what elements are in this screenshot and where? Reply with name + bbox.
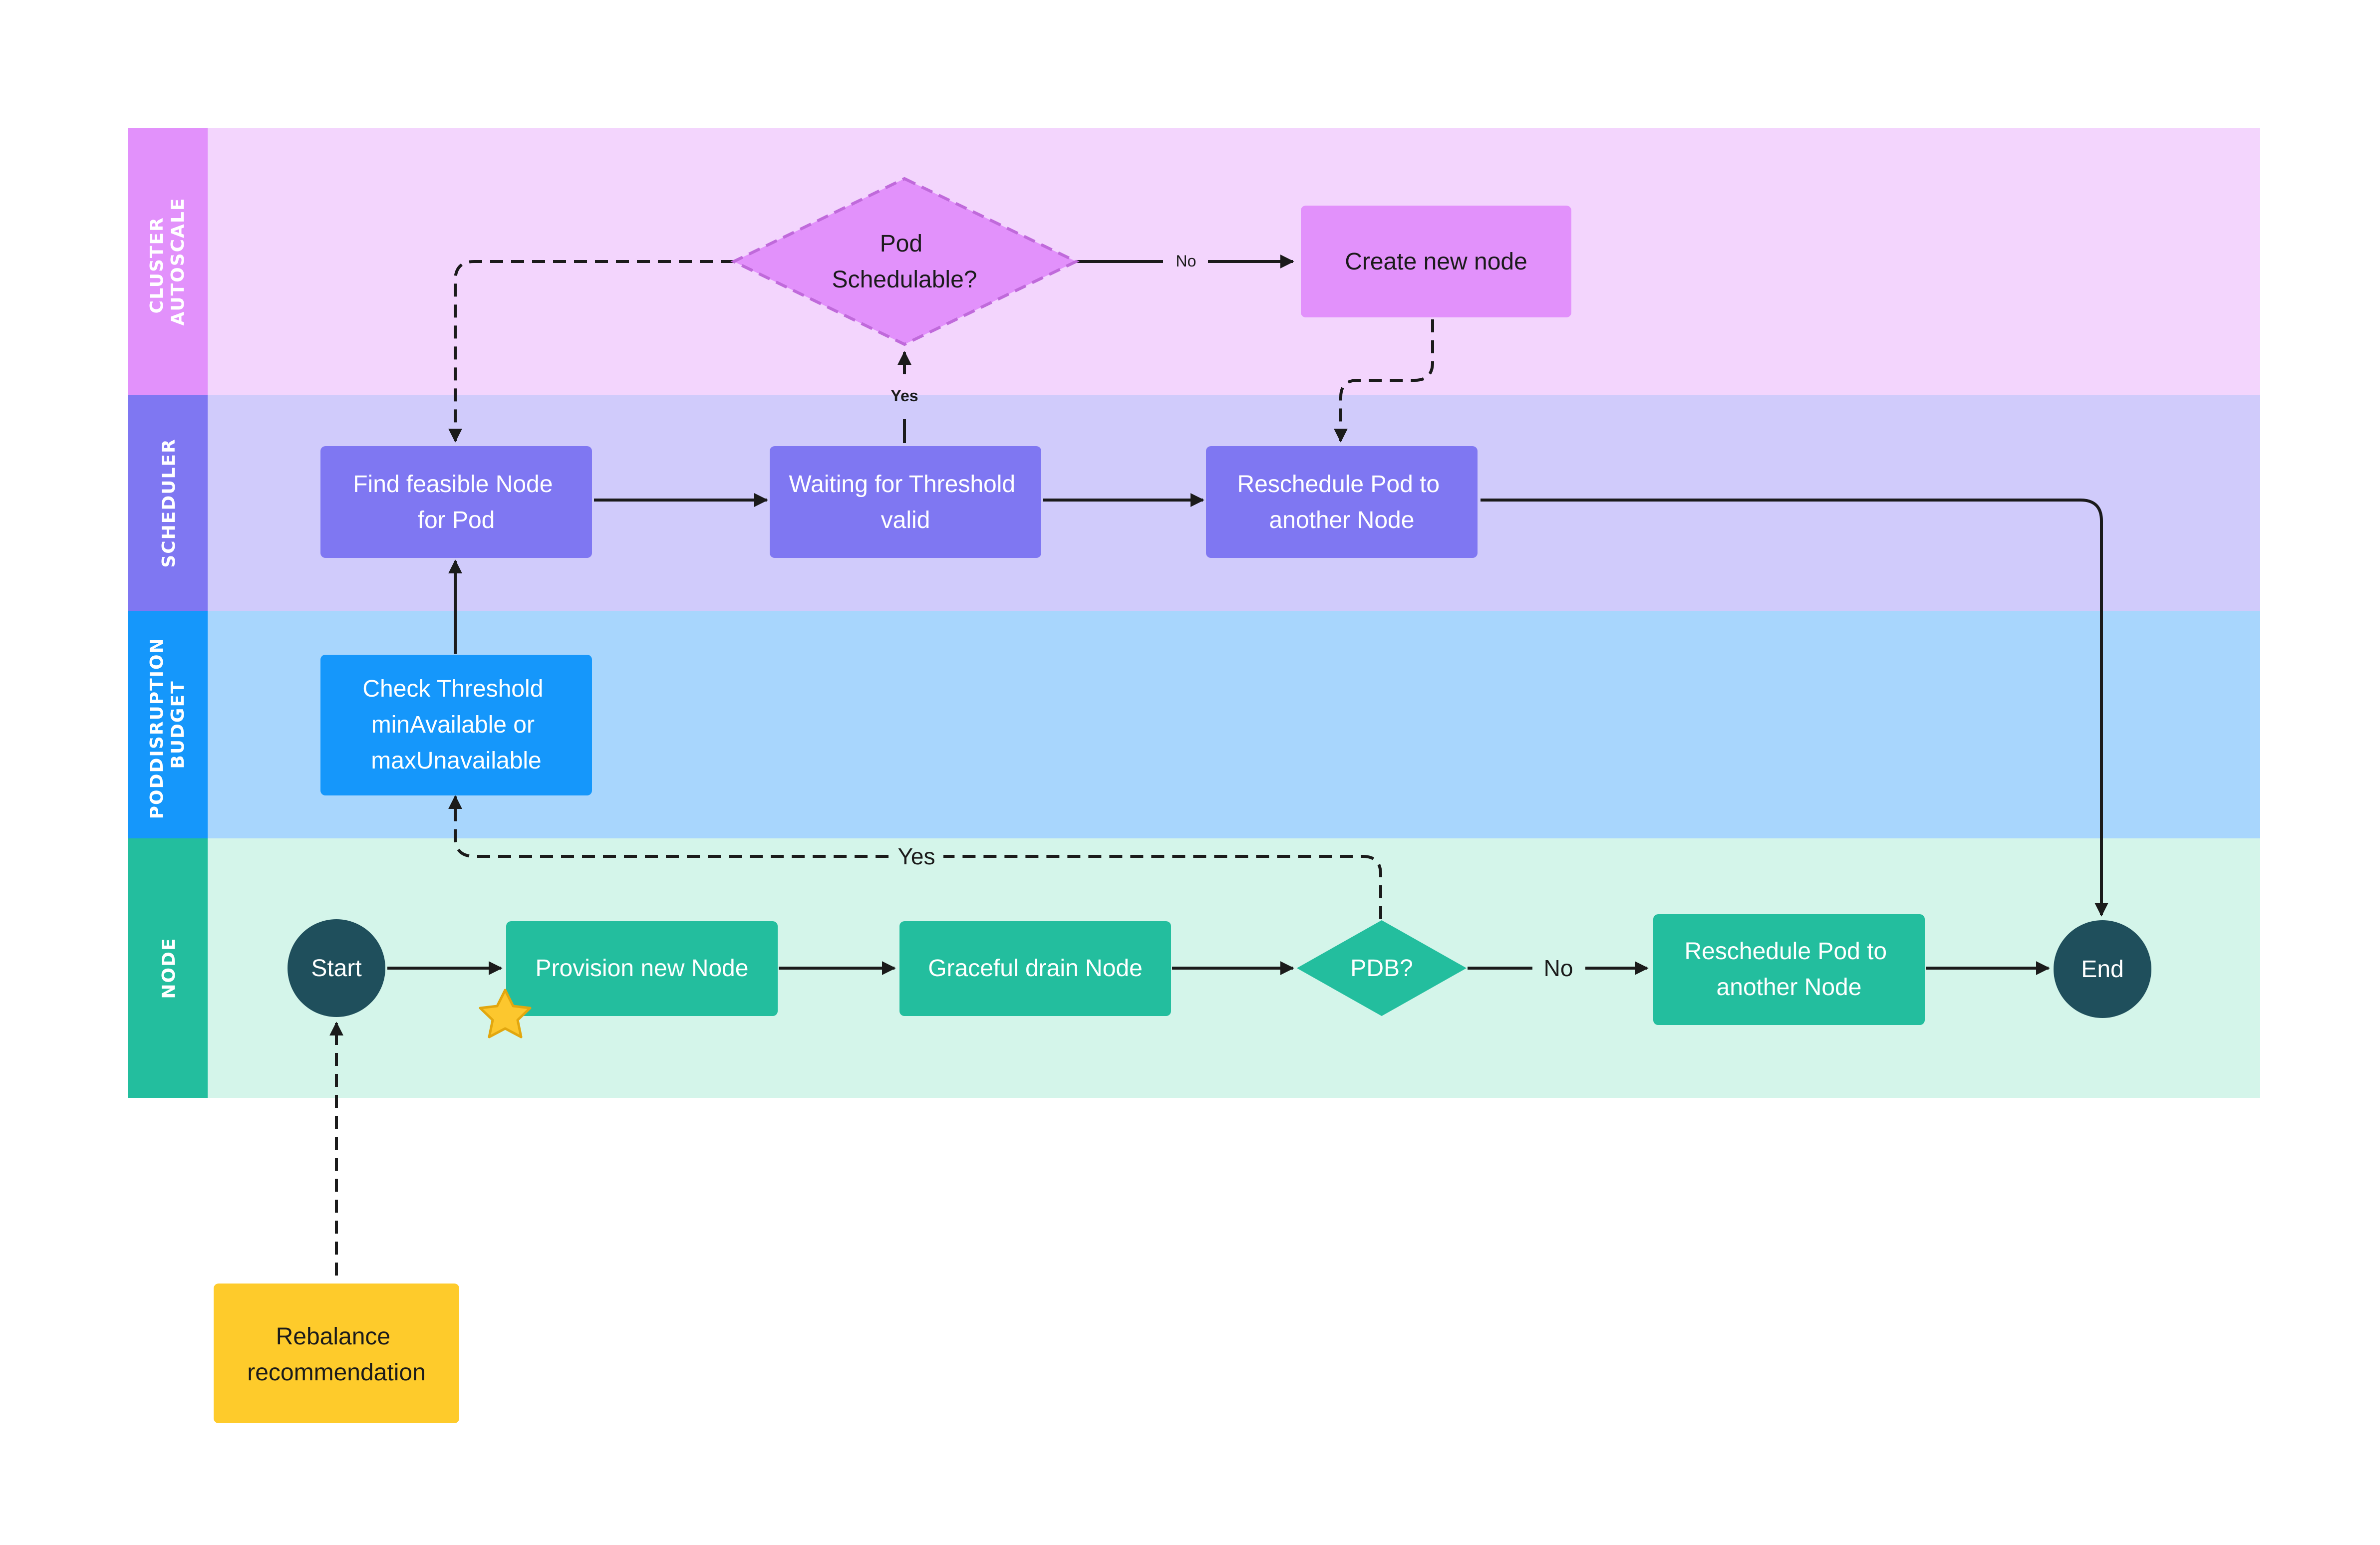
terminal-end-label: End [2081, 956, 2123, 983]
star-icon [479, 989, 532, 1038]
edge-create-to-reschedule [1334, 319, 1434, 443]
edge-reschedule-to-end [1481, 499, 2108, 917]
lane-scheduler-title: SCHEDULER [159, 438, 179, 567]
decision-pod-schedulable-shape [730, 177, 1080, 346]
process-check-threshold[interactable]: Check Threshold minAvailable or maxUnava… [320, 655, 592, 795]
edge-label-pdb-yes: Yes [897, 843, 935, 869]
lane-node-title: NODE [159, 937, 179, 999]
lane-pod-disruption-budget-title: PODDISRUPTION BUDGET [147, 630, 188, 819]
process-check-threshold-label: Check Threshold minAvailable or maxUnava… [362, 676, 550, 774]
process-create-new-node-label: Create new node [1345, 249, 1527, 275]
lane-pod-disruption-budget-header [128, 611, 208, 838]
process-reschedule-pod-node-box [1653, 914, 1925, 1025]
lane-cluster-autoscale: CLUSTER AUTOSCALE [128, 128, 2260, 395]
edge-pdb-yes-left [448, 795, 889, 858]
process-provision-new-node[interactable]: Provision new Node [506, 921, 778, 1016]
note-rebalance-recommendation-label: Rebalance recommendation [247, 1323, 426, 1386]
lane-cluster-autoscale-header [128, 128, 208, 395]
decision-pod-schedulable-label: Pod Schedulable? [832, 231, 977, 293]
edge-pdb-yes-right [943, 855, 1382, 919]
note-rebalance-recommendation-box [214, 1284, 459, 1423]
process-check-threshold-box [320, 655, 592, 795]
edge-label-pod-no: No [1176, 252, 1196, 270]
process-graceful-drain-box [899, 921, 1171, 1016]
process-graceful-drain[interactable]: Graceful drain Node [899, 921, 1171, 1016]
process-provision-new-node-box [506, 921, 778, 1016]
lane-scheduler-header [128, 395, 208, 611]
decision-pdb-shape [1297, 920, 1467, 1016]
edge-label-pdb-no: No [1544, 955, 1573, 981]
lane-cluster-autoscale-body [128, 128, 2260, 395]
lane-cluster-autoscale-title: CLUSTER AUTOSCALE [147, 198, 188, 326]
note-rebalance-recommendation[interactable]: Rebalance recommendation [214, 1284, 459, 1423]
process-graceful-drain-label: Graceful drain Node [928, 955, 1143, 982]
process-reschedule-pod-scheduler-box [1206, 446, 1478, 558]
decision-pod-schedulable[interactable]: Pod Schedulable? [730, 177, 1080, 346]
process-find-feasible-node[interactable]: Find feasible Node for Pod [320, 446, 592, 558]
process-provision-new-node-label: Provision new Node [536, 955, 749, 982]
terminal-start-circle [288, 919, 385, 1017]
process-reschedule-pod-node-label: Reschedule Pod to another Node [1685, 938, 1894, 1001]
process-create-new-node-box [1301, 206, 1571, 317]
edge-label-pod-yes: Yes [891, 387, 918, 405]
process-reschedule-pod-node[interactable]: Reschedule Pod to another Node [1653, 914, 1925, 1025]
decision-pdb[interactable]: PDB? [1297, 920, 1467, 1016]
process-waiting-threshold-label: Waiting for Threshold valid [789, 471, 1022, 533]
process-create-new-node[interactable]: Create new node [1301, 206, 1571, 317]
terminal-end[interactable]: End [2054, 920, 2151, 1018]
process-reschedule-pod-scheduler-label: Reschedule Pod to another Node [1237, 471, 1447, 533]
process-find-feasible-node-label: Find feasible Node for Pod [353, 471, 560, 533]
process-reschedule-pod-scheduler[interactable]: Reschedule Pod to another Node [1206, 446, 1478, 558]
decision-pdb-label: PDB? [1350, 955, 1413, 982]
connectors [329, 255, 2108, 1276]
terminal-end-circle [2054, 920, 2151, 1018]
terminal-start-label: Start [311, 955, 361, 982]
terminal-start[interactable]: Start [288, 919, 385, 1017]
lane-node-header [128, 838, 208, 1098]
process-find-feasible-node-box [320, 446, 592, 558]
process-waiting-threshold[interactable]: Waiting for Threshold valid [770, 446, 1041, 558]
edge-pod-to-find-node [448, 260, 734, 443]
process-waiting-threshold-box [770, 446, 1041, 558]
